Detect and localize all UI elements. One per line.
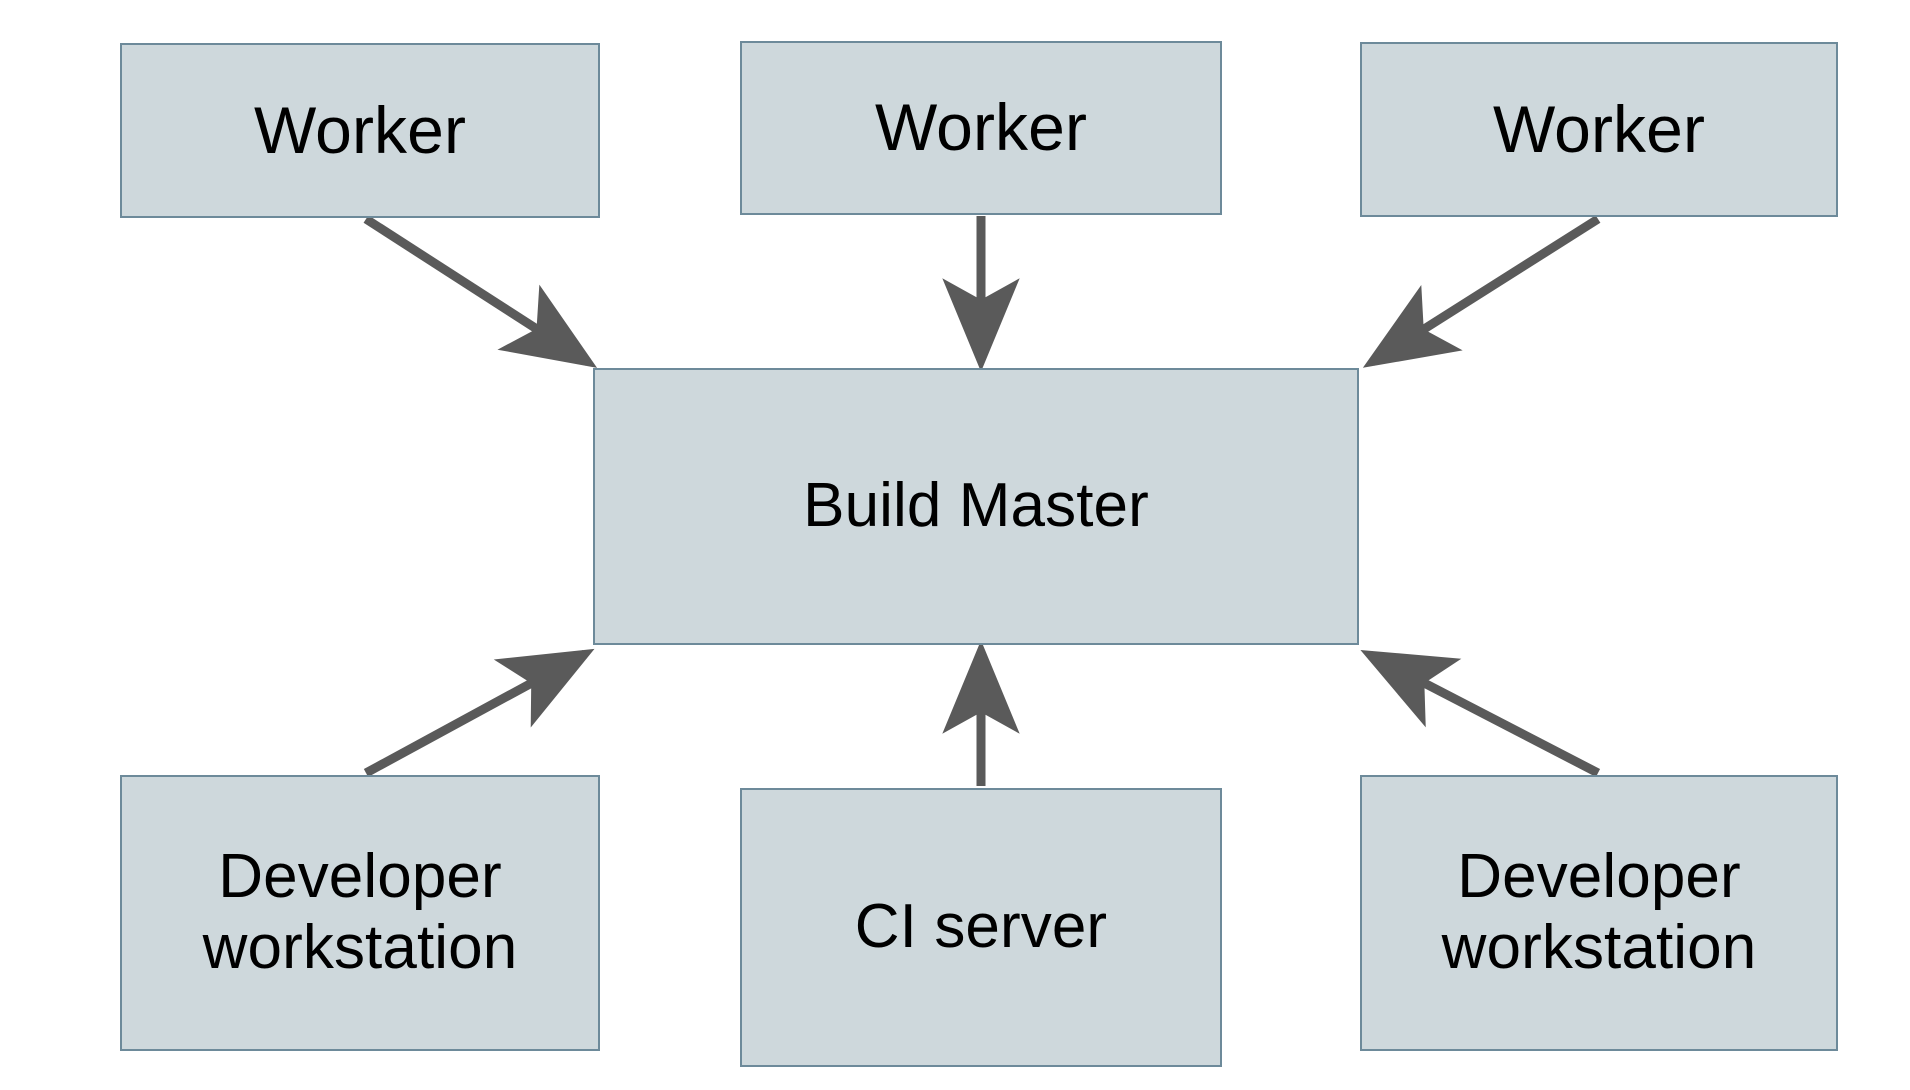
edge-dev-left-to-build-master bbox=[363, 648, 595, 777]
node-worker-center-label: Worker bbox=[874, 90, 1088, 165]
edge-worker-right-to-build-master bbox=[1362, 215, 1601, 368]
node-build-master-label: Build Master bbox=[803, 471, 1149, 541]
node-worker-right-label: Worker bbox=[1492, 91, 1706, 166]
node-worker-left-label: Worker bbox=[253, 92, 467, 167]
edge-dev-right-to-build-master bbox=[1360, 650, 1601, 777]
node-build-master[interactable]: Build Master bbox=[593, 368, 1359, 645]
node-developer-workstation-left-label: Developer workstation bbox=[202, 842, 518, 982]
node-ci-server[interactable]: CI server bbox=[740, 788, 1222, 1067]
node-worker-center[interactable]: Worker bbox=[740, 41, 1222, 215]
node-developer-workstation-right[interactable]: Developer workstation bbox=[1360, 775, 1838, 1051]
node-worker-right[interactable]: Worker bbox=[1360, 42, 1838, 217]
node-worker-left[interactable]: Worker bbox=[120, 43, 600, 218]
edge-worker-left-to-build-master bbox=[363, 215, 598, 368]
node-ci-server-label: CI server bbox=[854, 892, 1108, 962]
node-developer-workstation-left[interactable]: Developer workstation bbox=[120, 775, 600, 1051]
node-developer-workstation-right-label: Developer workstation bbox=[1441, 842, 1757, 982]
